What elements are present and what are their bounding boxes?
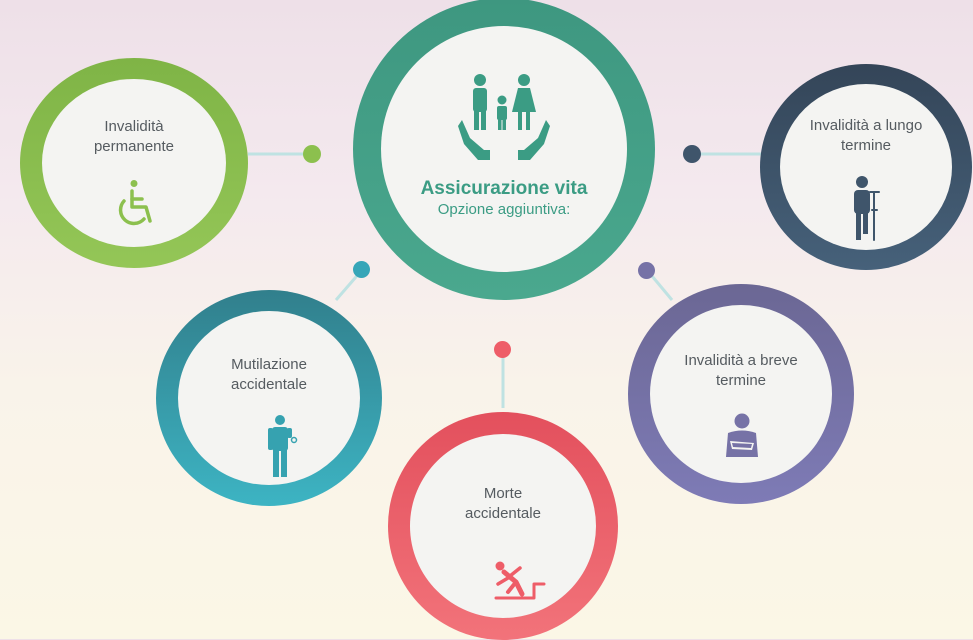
option-invalidita-permanente: Invalidità permanente <box>20 58 248 268</box>
center-circle: Assicurazione vita Opzione aggiuntiva: <box>353 0 655 300</box>
option-invalidita-breve-termine: Invalidità a breve termine <box>628 284 854 504</box>
option-label-line1: Invalidità <box>104 118 164 135</box>
option-mutilazione-accidentale: Mutilazione accidentale <box>156 290 382 506</box>
option-label-line2: accidentale <box>465 505 541 522</box>
option-label-line1: Morte <box>483 485 523 502</box>
crutches-icon <box>854 176 880 241</box>
falling-person-icon <box>494 561 546 600</box>
arm-sling-icon <box>726 413 758 457</box>
option-label-line2: termine <box>715 372 767 389</box>
center-subtitle: Opzione aggiuntiva: <box>437 201 571 218</box>
option-morte-accidentale: Morte accidentale <box>388 412 618 640</box>
option-label-line1: Invalidità a breve <box>684 352 798 369</box>
option-label-line1: Mutilazione <box>231 356 307 373</box>
dot-breve-termine <box>638 262 655 279</box>
dot-lungo-termine <box>683 145 701 163</box>
dot-morte <box>494 341 511 358</box>
family-hands-icon <box>458 74 550 160</box>
dot-mutilazione <box>353 261 370 278</box>
option-label-line2: termine <box>840 137 892 154</box>
dot-invalidita-permanente <box>303 145 321 163</box>
option-invalidita-lungo-termine: Invalidità a lungo termine <box>760 64 972 270</box>
option-label-line2: accidentale <box>231 376 307 393</box>
center-title: Assicurazione vita <box>420 178 588 199</box>
wheelchair-icon <box>118 180 152 226</box>
option-label-line1: Invalidità a lungo <box>809 117 923 134</box>
amputee-icon <box>268 415 298 477</box>
option-label-line2: permanente <box>93 138 175 155</box>
